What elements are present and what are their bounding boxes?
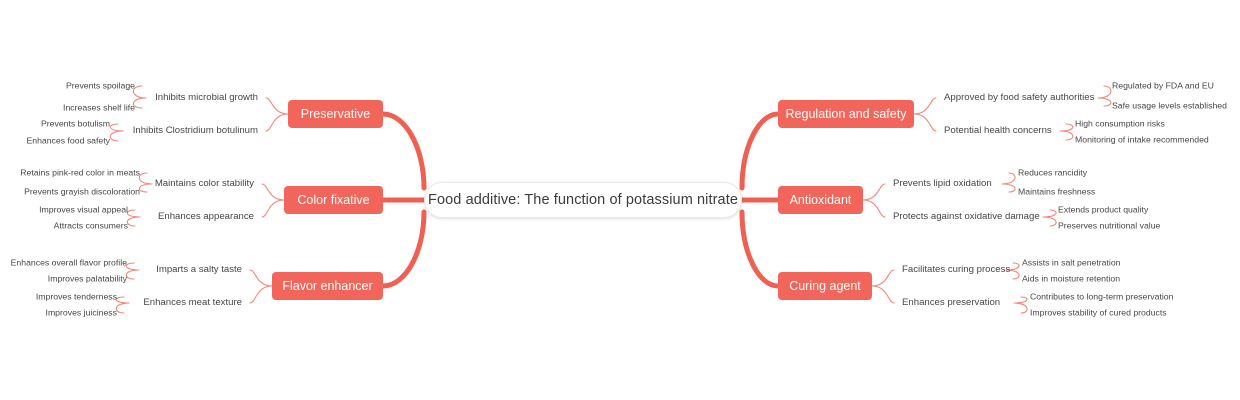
- leaf-label[interactable]: Enhances overall flavor profile: [10, 257, 127, 268]
- twig-connector: [913, 97, 937, 115]
- leaf-label[interactable]: Preserves nutritional value: [1058, 220, 1161, 231]
- twig-connector: [1059, 130, 1074, 141]
- leaf-label[interactable]: Increases shelf life: [63, 102, 135, 113]
- twig-connector: [1001, 183, 1016, 193]
- twig-connector: [1042, 216, 1057, 227]
- twig-connector: [913, 113, 937, 132]
- twig-connector: [132, 85, 147, 99]
- twig-connector: [1013, 302, 1028, 314]
- twig-connector: [132, 97, 147, 109]
- twig-connector: [115, 296, 130, 304]
- root-node[interactable]: Food additive: The function of potassium…: [424, 182, 742, 218]
- twig-connector: [249, 269, 273, 287]
- leaf-label[interactable]: Prevents spoilage: [65, 80, 135, 91]
- twig-connector: [1001, 172, 1016, 185]
- twig-connector: [1059, 123, 1074, 132]
- leaf-label[interactable]: Reduces rancidity: [1018, 167, 1088, 178]
- twig-connector: [261, 183, 285, 201]
- branch-label: Flavor enhancer: [282, 279, 373, 293]
- twig-connector: [138, 183, 153, 193]
- twig-connector: [126, 209, 141, 218]
- branch-node-color-fixative[interactable]: Color fixative: [284, 186, 383, 214]
- subtopic-label[interactable]: Enhances preservation: [902, 297, 1001, 309]
- leaf-label[interactable]: Monitoring of intake recommended: [1075, 134, 1209, 145]
- twig-connector: [1013, 296, 1028, 304]
- twig-connector: [261, 199, 285, 218]
- leaf-label[interactable]: Improves visual appeal: [39, 204, 128, 215]
- branch-node-antioxidant[interactable]: Antioxidant: [778, 186, 863, 214]
- leaf-label[interactable]: Improves palatability: [47, 273, 127, 284]
- leaf-label[interactable]: Extends product quality: [1058, 204, 1149, 215]
- subtopic-label[interactable]: Enhances appearance: [157, 211, 254, 223]
- branch-node-flavor-enhancer[interactable]: Flavor enhancer: [272, 272, 383, 300]
- twig-connector: [1097, 97, 1112, 107]
- branch-label: Regulation and safety: [785, 107, 907, 121]
- twig-connector: [1042, 209, 1057, 218]
- leaf-label[interactable]: Retains pink-red color in meats: [20, 167, 140, 178]
- subtopic-label[interactable]: Potential health concerns: [944, 125, 1052, 137]
- trunk-connector: [380, 111, 427, 191]
- leaf-label[interactable]: Maintains freshness: [1018, 186, 1096, 197]
- leaf-label[interactable]: Prevents botulism: [40, 118, 110, 129]
- twig-connector: [125, 262, 140, 271]
- trunk-connector: [739, 111, 781, 191]
- leaf-label[interactable]: Improves stability of cured products: [1030, 307, 1167, 318]
- twig-connector: [109, 123, 124, 132]
- root-node-label: Food additive: The function of potassium…: [427, 192, 738, 208]
- branch-label: Color fixative: [297, 193, 370, 207]
- subtopic-label[interactable]: Approved by food safety authorities: [944, 92, 1095, 104]
- twig-connector: [1097, 85, 1112, 99]
- twig-connector: [109, 130, 124, 142]
- subtopic-label[interactable]: Inhibits Clostridium botulinum: [132, 125, 258, 137]
- subtopic-label[interactable]: Facilitates curing process: [902, 264, 1011, 276]
- branch-node-regulation-and-safety[interactable]: Regulation and safety: [778, 100, 914, 128]
- leaf-label[interactable]: Assists in salt penetration: [1022, 257, 1121, 268]
- twig-connector: [265, 97, 289, 115]
- twig-connector: [871, 285, 895, 304]
- leaf-label[interactable]: Improves juiciness: [45, 307, 117, 318]
- twig-connector: [125, 269, 140, 280]
- branch-label: Antioxidant: [789, 193, 852, 207]
- leaf-label[interactable]: Prevents grayish discoloration: [24, 186, 140, 197]
- twig-connector: [249, 285, 273, 304]
- twig-connector: [115, 302, 130, 314]
- trunk-connector: [739, 209, 781, 289]
- twig-connector: [862, 183, 886, 201]
- leaf-label[interactable]: Enhances food safety: [26, 135, 110, 146]
- trunk-connector: [380, 209, 427, 289]
- twig-connector: [265, 113, 289, 132]
- twig-connector: [862, 199, 886, 218]
- leaf-label[interactable]: Aids in moisture retention: [1022, 273, 1121, 284]
- twig-connector: [126, 216, 141, 227]
- leaf-label[interactable]: Improves tenderness: [35, 291, 117, 302]
- subtopic-label[interactable]: Imparts a salty taste: [156, 264, 242, 276]
- subtopic-label[interactable]: Prevents lipid oxidation: [893, 178, 992, 190]
- branch-node-curing-agent[interactable]: Curing agent: [778, 272, 872, 300]
- branch-node-preservative[interactable]: Preservative: [288, 100, 383, 128]
- leaf-label[interactable]: Regulated by FDA and EU: [1112, 80, 1214, 91]
- subtopic-label[interactable]: Protects against oxidative damage: [893, 211, 1040, 223]
- subtopic-label[interactable]: Inhibits microbial growth: [155, 92, 258, 104]
- branch-label: Preservative: [300, 107, 371, 121]
- subtopic-label[interactable]: Enhances meat texture: [143, 297, 242, 309]
- leaf-label[interactable]: Attracts consumers: [53, 220, 128, 231]
- leaf-label[interactable]: Safe usage levels established: [1112, 100, 1227, 111]
- leaf-label[interactable]: Contributes to long-term preservation: [1030, 291, 1174, 302]
- twig-connector: [138, 172, 153, 185]
- subtopic-label[interactable]: Maintains color stability: [154, 178, 254, 190]
- twig-connector: [871, 269, 895, 287]
- leaf-label[interactable]: High consumption risks: [1075, 118, 1165, 129]
- branch-label: Curing agent: [789, 279, 861, 293]
